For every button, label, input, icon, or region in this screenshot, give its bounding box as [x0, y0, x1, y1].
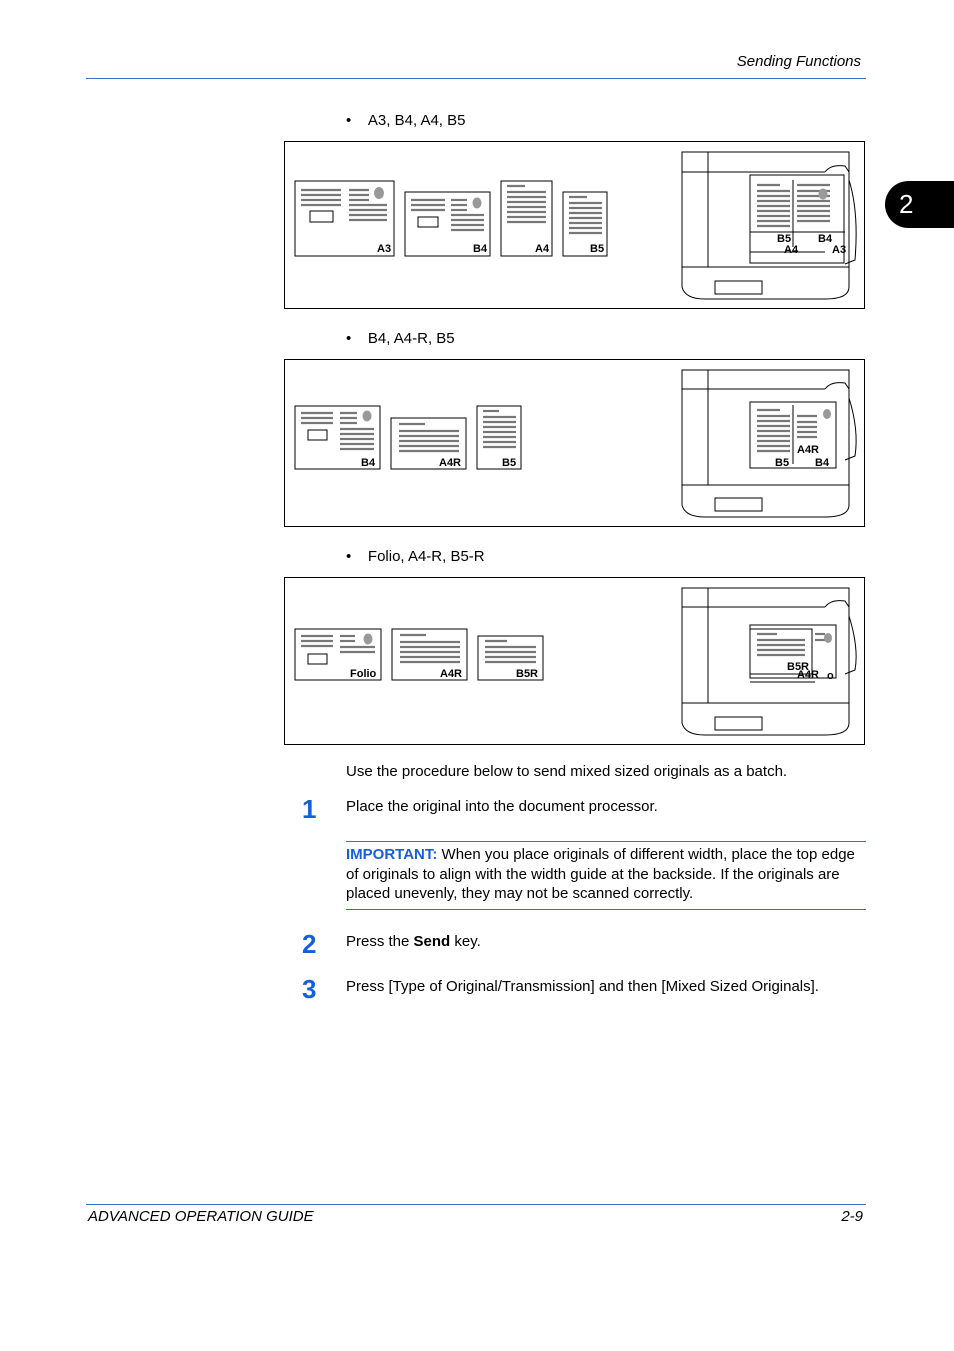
tray-label: A4	[784, 244, 799, 256]
tray-label: B4	[818, 233, 833, 245]
footer-rule	[86, 1204, 866, 1205]
step-number: 3	[302, 974, 317, 1004]
tray-label: A4R	[797, 444, 819, 456]
bullet-label: B4, A4-R, B5	[367, 330, 455, 347]
step-text-part: key.	[450, 933, 481, 950]
important-label: IMPORTANT:	[346, 846, 438, 863]
tray-label: B5	[777, 233, 791, 245]
chapter-tab: 2	[885, 181, 954, 228]
intro-text: Use the procedure below to send mixed si…	[346, 763, 788, 780]
running-header: Sending Functions	[736, 53, 861, 70]
bullet-item: • B4, A4-R, B5	[346, 330, 455, 347]
step-text: Press [Type of Original/Transmission] an…	[346, 978, 819, 995]
bullet-item: • A3, B4, A4, B5	[346, 112, 466, 129]
paper-label: A4	[535, 243, 550, 255]
paper-label: A4R	[439, 457, 461, 469]
tray-label: B5R	[787, 661, 809, 673]
figure-b4-a4r-b5: B4 A4R B5 A4R B5 B4	[284, 359, 865, 527]
important-note: IMPORTANT: When you place originals of d…	[346, 845, 864, 904]
paper-label: B5R	[516, 668, 538, 680]
important-text: When you place originals of different wi…	[346, 846, 855, 902]
important-rule-top	[346, 841, 866, 842]
paper-label: B5	[590, 243, 604, 255]
paper-label: B4	[361, 457, 376, 469]
send-key-label: Send	[413, 933, 451, 950]
step-number: 1	[302, 794, 317, 824]
tray-label: A4R	[797, 669, 819, 681]
bullet-label: A3, B4, A4, B5	[367, 112, 466, 129]
bullet-item: • Folio, A4-R, B5-R	[346, 548, 485, 565]
header-rule	[86, 78, 866, 79]
tray-label: o	[827, 670, 834, 682]
tray-label: A3	[832, 244, 846, 256]
tray-label: B5	[775, 457, 789, 469]
important-rule-bottom	[346, 909, 866, 910]
bullet-label: Folio, A4-R, B5-R	[367, 548, 485, 565]
paper-label: B4	[473, 243, 488, 255]
footer-page-number: 2-9	[841, 1208, 863, 1225]
paper-label: Folio	[350, 668, 377, 680]
step-number: 2	[302, 929, 317, 959]
paper-label: A3	[377, 243, 391, 255]
step-text-part: Press the	[346, 933, 414, 950]
figure-folio-a4r-b5r: Folio A4R B5R B5R A4R o	[284, 577, 865, 745]
paper-label: A4R	[440, 668, 462, 680]
paper-label: B5	[502, 457, 516, 469]
step-text: Place the original into the document pro…	[346, 798, 658, 815]
footer-guide-title: ADVANCED OPERATION GUIDE	[88, 1208, 314, 1225]
step-text: Press the Send key.	[346, 932, 866, 952]
tray-label: B4	[815, 457, 830, 469]
figure-a3-b4-a4-b5: A3 B4 A4 B5 B5 B4 A4	[284, 141, 865, 309]
